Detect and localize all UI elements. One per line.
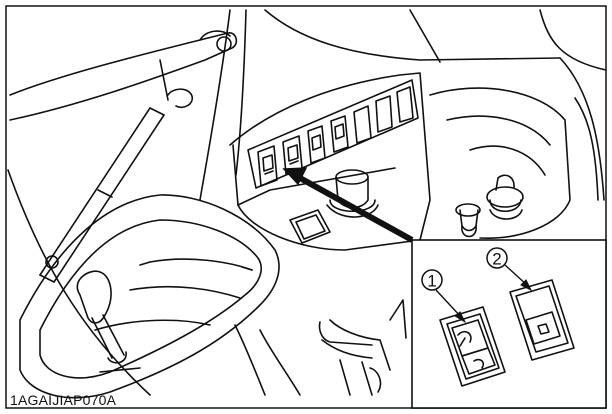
figure-code: 1AGAIJIAP070A: [10, 392, 117, 408]
callout-2-circle: [486, 247, 508, 269]
callout-1-label: 1: [427, 272, 436, 291]
pointer-arrow: [282, 167, 414, 243]
switch-detail-inset: 1 2: [411, 239, 607, 409]
figure-frame: [5, 5, 607, 409]
switch-2: [509, 279, 575, 361]
switch-1: [439, 306, 506, 387]
callout-2-label: 2: [492, 250, 501, 269]
callout-1-circle: [421, 269, 443, 291]
cab-interior-drawing: [7, 9, 607, 399]
